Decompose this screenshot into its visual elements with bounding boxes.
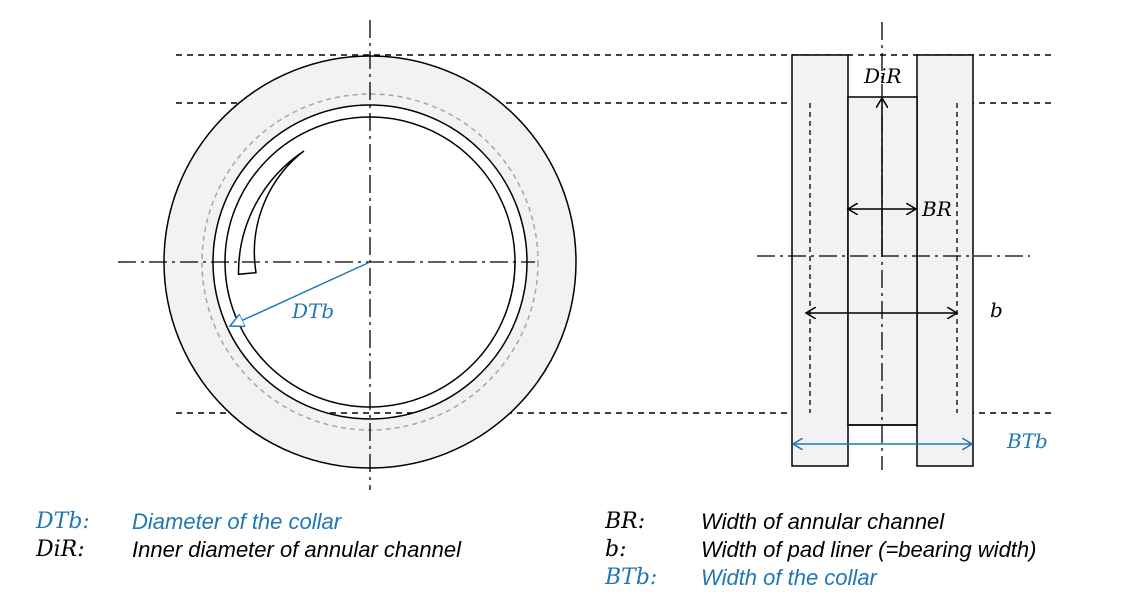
side-view: DiR BR b BTb: [757, 22, 1048, 470]
dtb-dimension-line: [230, 261, 371, 326]
legend-key-b: b:: [605, 537, 627, 562]
legend-key-dir: DiR:: [36, 537, 85, 562]
dtb-label: DTb: [291, 299, 334, 323]
pad-liner-right: [916, 54, 974, 467]
legend-text-dir: Inner diameter of annular channel: [132, 537, 461, 562]
dir-label: DiR: [863, 64, 902, 88]
b-label: b: [990, 298, 1003, 322]
legend-key-br: BR:: [605, 509, 646, 534]
btb-label: BTb: [1006, 429, 1048, 453]
legend-key-btb: BTb:: [605, 565, 658, 590]
legend-text-btb: Width of the collar: [701, 565, 877, 590]
pad-segment: [237, 150, 305, 276]
front-view: DTb: [118, 20, 577, 490]
pad-liner-left: [791, 54, 849, 467]
br-label: BR: [921, 197, 952, 221]
legend-text-br: Width of annular channel: [701, 509, 945, 534]
legend-key-dtb: DTb:: [36, 509, 90, 534]
legend-text-b: Width of pad liner (=bearing width): [701, 537, 1037, 562]
legend-text-dtb: Diameter of the collar: [132, 509, 342, 534]
